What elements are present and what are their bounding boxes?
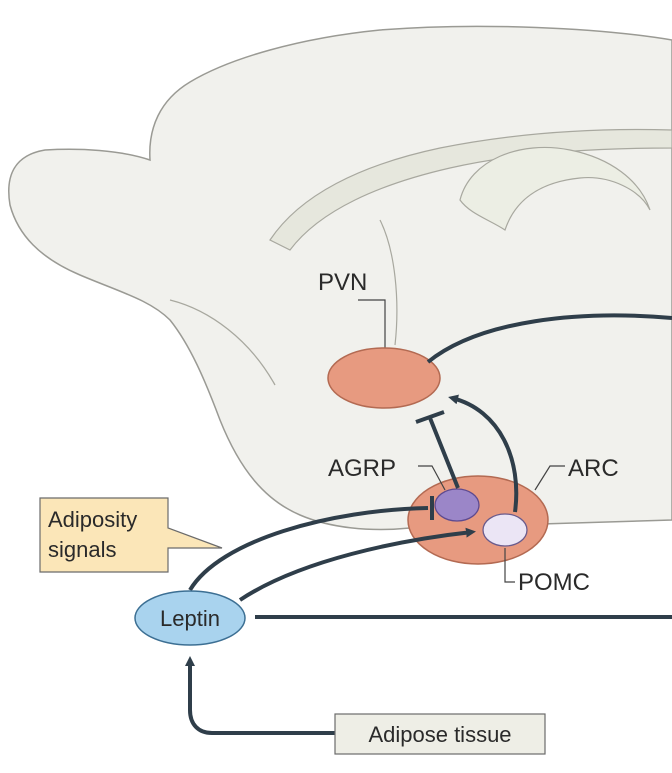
leptin-node bbox=[134, 590, 246, 646]
adiposity-signals-line1: Adiposity bbox=[48, 507, 137, 532]
adipose-tissue-box bbox=[334, 713, 546, 755]
leptin-to-agrp-inhibition bbox=[188, 506, 429, 592]
agrp-inhibition-bar bbox=[415, 410, 445, 424]
leptin-label: Leptin bbox=[160, 606, 220, 631]
agrp-to-pvn-inhibition bbox=[428, 417, 460, 489]
leptin-to-pomc-arrow bbox=[238, 527, 476, 602]
pomc-neuron bbox=[482, 513, 528, 547]
pvn-nucleus bbox=[327, 347, 441, 409]
arc-leader-line bbox=[534, 465, 565, 491]
pvn-output-arrow bbox=[426, 313, 672, 364]
brainstem-fold bbox=[169, 299, 276, 386]
pomc-leader-line bbox=[504, 548, 515, 583]
pvn-leader-line bbox=[358, 299, 386, 350]
pvn-label: PVN bbox=[318, 269, 367, 296]
adipose-tissue-label: Adipose tissue bbox=[368, 722, 511, 747]
agrp-leader-line bbox=[418, 465, 446, 491]
adiposity-signals-callout bbox=[39, 497, 223, 573]
arc-nucleus bbox=[407, 475, 549, 565]
arc-label: ARC bbox=[568, 455, 619, 482]
adipose-to-leptin-arrow bbox=[185, 656, 335, 735]
hippocampus bbox=[459, 146, 651, 231]
adiposity-signals-line2: signals bbox=[48, 537, 116, 562]
pomc-to-pvn-arrow bbox=[448, 394, 519, 513]
pomc-label: POMC bbox=[518, 569, 590, 596]
agrp-label: AGRP bbox=[328, 455, 396, 482]
midline-curve bbox=[379, 219, 398, 346]
corpus-callosum bbox=[269, 128, 672, 251]
agrp-neuron bbox=[434, 488, 480, 522]
